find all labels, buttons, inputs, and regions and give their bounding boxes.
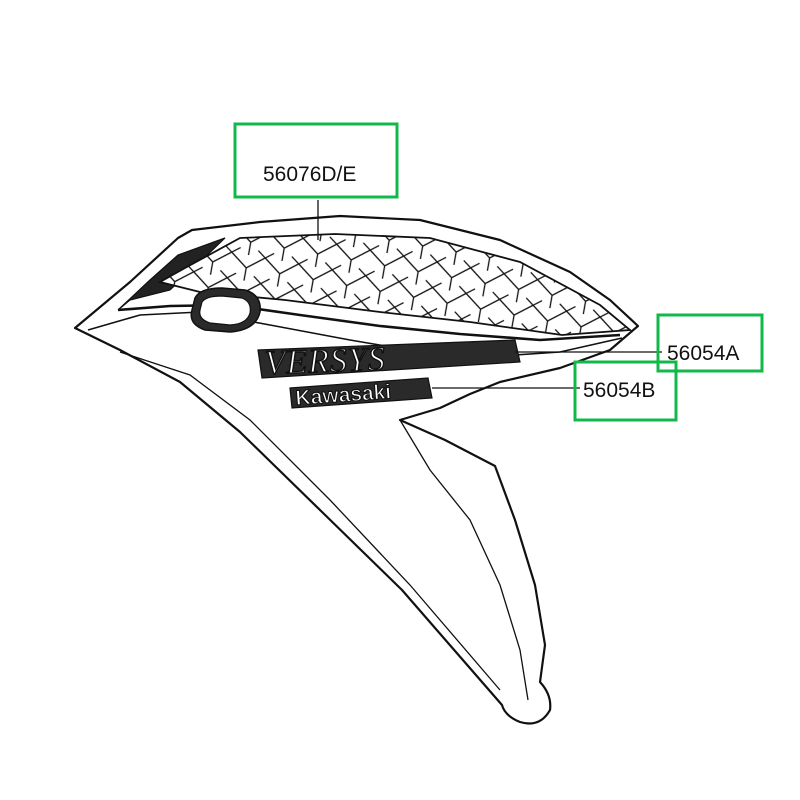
inner-contour-line-lower	[119, 351, 501, 691]
highlight-box-top-decal	[233, 122, 399, 199]
versys-emblem: VERSYS	[257, 339, 521, 383]
inner-contour-line	[87, 311, 623, 357]
part-number-top-decal: 56076D/E	[263, 163, 356, 186]
band-stripe	[117, 303, 621, 342]
part-number-versys-emblem: 56054A	[667, 342, 739, 365]
part-number-kawasaki-emblem: 56054B	[583, 379, 655, 402]
highlight-box-kawasaki	[573, 360, 678, 422]
highlight-box-versys	[656, 313, 764, 373]
versys-logo-text: VERSYS	[264, 341, 386, 382]
oval-opening	[190, 287, 261, 333]
front-edge-line	[399, 419, 529, 701]
